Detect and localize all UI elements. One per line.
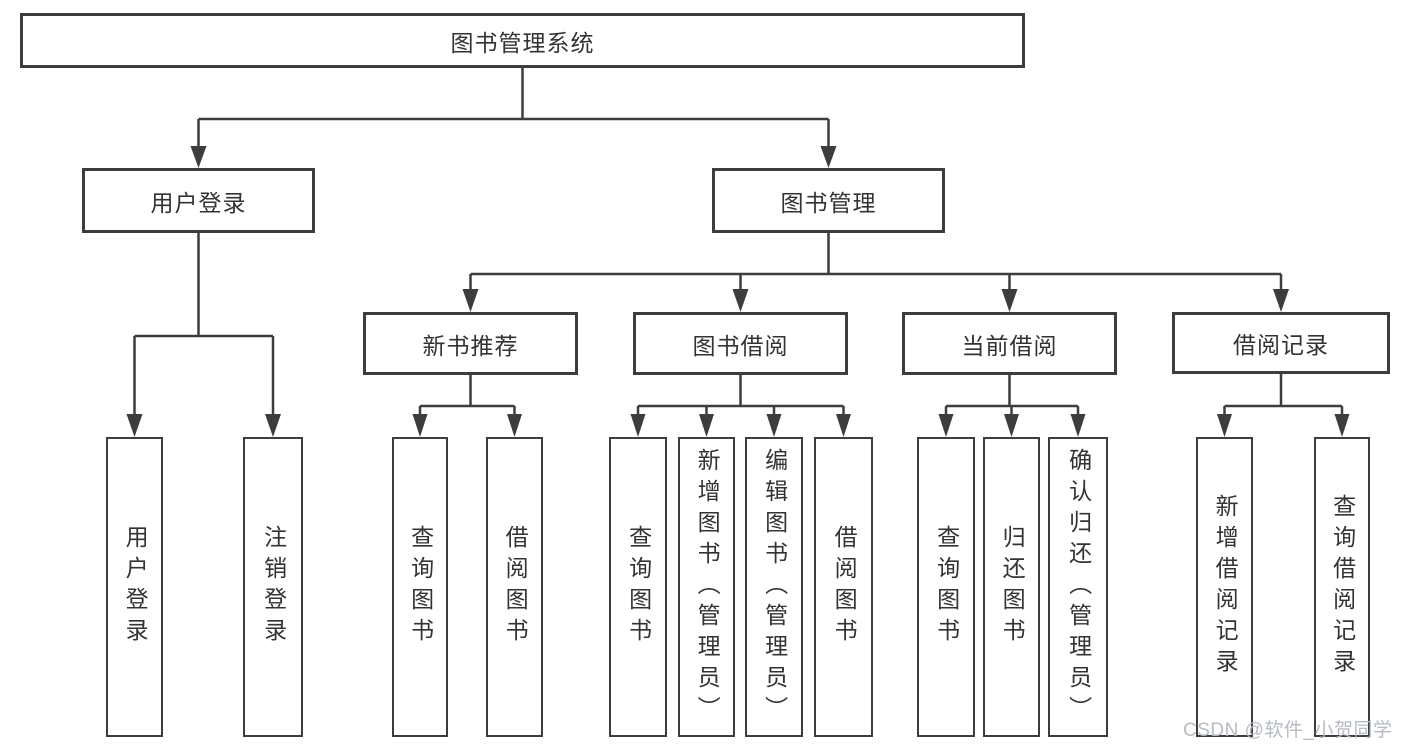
leaf-query-books-recommend-label: 查询图书 [407, 525, 434, 649]
node-library-system: 图书管理系统 [20, 13, 1025, 68]
arrowhead-icon [1004, 414, 1019, 437]
arrowhead-icon [462, 289, 479, 312]
leaf-query-books-current: 查询图书 [917, 437, 975, 737]
leaf-add-borrow-record: 新增借阅记录 [1196, 437, 1253, 737]
leaf-return-books: 归还图书 [983, 437, 1040, 737]
arrowhead-icon [1217, 414, 1232, 437]
leaf-user-login: 用户登录 [106, 437, 163, 737]
connector-rec-to-leaves [418, 375, 516, 415]
leaf-logout-label: 注销登录 [260, 525, 287, 649]
leaf-query-books-recommend: 查询图书 [392, 437, 448, 737]
node-book-borrowing-label: 图书借阅 [692, 332, 789, 359]
leaf-query-books-borrowing-label: 查询图书 [625, 525, 652, 649]
leaf-add-books-admin: 新增图书（管理员） [678, 437, 735, 737]
arrowhead-icon [732, 289, 749, 312]
arrowhead-icon [699, 414, 714, 437]
arrowhead-icon [630, 414, 646, 437]
arrowhead-icon [507, 414, 522, 437]
leaf-logout: 注销登录 [243, 437, 303, 737]
node-user-login-label: 用户登录 [150, 189, 247, 216]
connector-mgmt-to-level3 [469, 233, 1283, 290]
leaf-edit-books-admin: 编辑图书（管理员） [745, 437, 803, 737]
leaf-add-books-admin-label: 新增图书（管理员） [694, 447, 721, 727]
arrowhead-icon [1070, 414, 1086, 437]
arrowhead-icon [1001, 289, 1018, 312]
leaf-query-books-borrowing: 查询图书 [609, 437, 667, 737]
node-borrowing-records-label: 借阅记录 [1233, 332, 1329, 358]
connector-root-to-level2 [197, 68, 830, 146]
arrowhead-icon [265, 414, 281, 437]
leaf-borrow-books-recommend-label: 借阅图书 [502, 525, 529, 649]
leaf-borrow-books-label: 借阅图书 [831, 525, 858, 649]
leaf-query-books-current-label: 查询图书 [933, 525, 960, 649]
arrowhead-icon [836, 414, 851, 437]
leaf-confirm-return-admin-label: 确认归还（管理员） [1065, 447, 1092, 727]
csdn-watermark: CSDN @软件_小贺同学 [1183, 720, 1393, 741]
node-book-management: 图书管理 [712, 168, 945, 233]
arrowhead-icon [126, 414, 143, 437]
node-new-book-recommend-label: 新书推荐 [422, 332, 519, 359]
leaf-query-borrow-record-label: 查询借阅记录 [1329, 494, 1356, 680]
connector-current-to-leaves [944, 375, 1080, 415]
connector-records-to-leaves [1223, 374, 1344, 415]
node-current-borrowing: 当前借阅 [902, 312, 1117, 375]
leaf-query-borrow-record: 查询借阅记录 [1314, 437, 1370, 737]
leaf-return-books-label: 归还图书 [999, 525, 1026, 649]
node-book-management-label: 图书管理 [780, 189, 877, 216]
leaf-user-login-label: 用户登录 [122, 525, 149, 649]
arrowhead-icon [766, 414, 782, 437]
node-current-borrowing-label: 当前借阅 [961, 332, 1058, 359]
leaf-borrow-books-recommend: 借阅图书 [486, 437, 543, 737]
node-book-borrowing: 图书借阅 [633, 312, 848, 375]
leaf-borrow-books: 借阅图书 [814, 437, 873, 737]
leaf-edit-books-admin-label: 编辑图书（管理员） [761, 447, 788, 727]
leaf-add-borrow-record-label: 新增借阅记录 [1212, 494, 1239, 680]
arrowhead-icon [1334, 414, 1350, 437]
node-new-book-recommend: 新书推荐 [363, 312, 578, 375]
arrowhead-icon [820, 146, 837, 168]
arrowhead-icon [412, 414, 428, 437]
arrowhead-icon [190, 146, 207, 168]
node-user-login: 用户登录 [82, 168, 315, 233]
arrowhead-icon [1273, 289, 1289, 312]
connector-borrow-to-leaves [636, 375, 845, 415]
leaf-confirm-return-admin: 确认归还（管理员） [1048, 437, 1108, 737]
node-borrowing-records: 借阅记录 [1172, 312, 1390, 374]
connector-login-to-leaves [133, 233, 275, 415]
arrowhead-icon [938, 414, 954, 437]
node-library-system-label: 图书管理系统 [450, 29, 595, 56]
